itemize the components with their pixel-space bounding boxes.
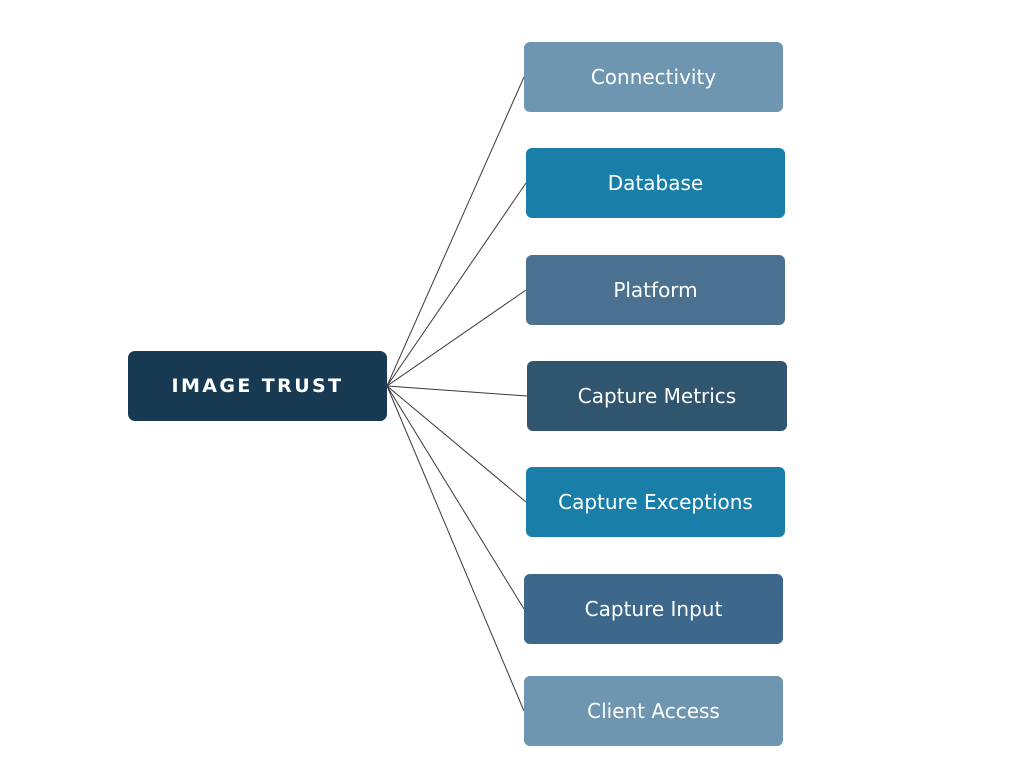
node-label: Platform <box>613 278 698 302</box>
node-capture-exceptions: Capture Exceptions <box>526 467 785 537</box>
node-client-access: Client Access <box>524 676 783 746</box>
node-label: Client Access <box>587 699 720 723</box>
node-label: Connectivity <box>590 65 717 89</box>
node-platform: Platform <box>526 255 785 325</box>
node-label: Capture Metrics <box>577 384 737 408</box>
root-node-label: IMAGE TRUST <box>171 375 344 397</box>
node-capture-metrics: Capture Metrics <box>527 361 787 431</box>
connector-line-connectivity <box>386 76 525 387</box>
node-label: Database <box>607 171 704 195</box>
connector-line-client-access <box>386 385 525 712</box>
connector-line-database <box>386 182 527 387</box>
connector-line-capture-input <box>386 385 525 610</box>
connector-line-platform <box>386 289 527 387</box>
node-capture-input: Capture Input <box>524 574 783 644</box>
node-connectivity: Connectivity <box>524 42 783 112</box>
connector-line-capture-exceptions <box>386 385 527 503</box>
root-node-image-trust: IMAGE TRUST <box>128 351 387 421</box>
node-label: Capture Exceptions <box>558 490 753 514</box>
connector-line-capture-metrics <box>386 385 528 397</box>
node-label: Capture Input <box>584 597 723 621</box>
node-database: Database <box>526 148 785 218</box>
